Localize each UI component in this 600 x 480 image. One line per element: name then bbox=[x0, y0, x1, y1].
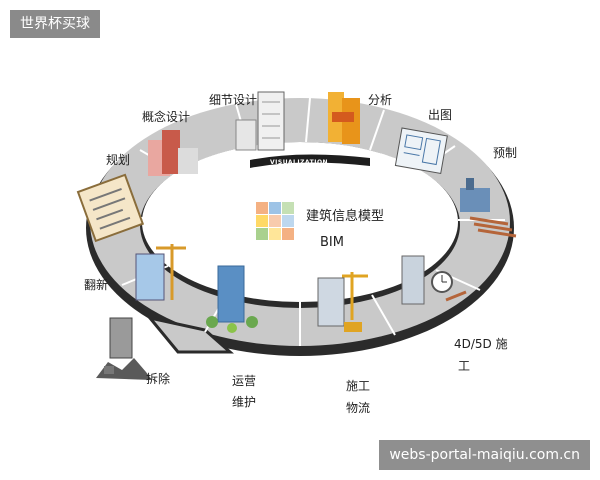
stage-label-demolition: 拆除 bbox=[146, 371, 170, 386]
stage-label-logistics-line1: 施工 bbox=[346, 379, 370, 393]
stage-label-detail-design: 细节设计 bbox=[209, 93, 257, 107]
demolition-rubble-icon bbox=[96, 318, 152, 380]
stage-label-operation-line2: 维护 bbox=[232, 395, 256, 409]
stage-label-drawings: 出图 bbox=[428, 108, 452, 122]
center-subtitle: BIM bbox=[320, 235, 344, 250]
watermark-url: webs-portal-maiqiu.com.cn bbox=[379, 440, 590, 470]
ring-label-visualization: VISUALIZATION bbox=[270, 159, 328, 166]
stage-label-planning: 规划 bbox=[106, 152, 130, 167]
stage-label-renovation: 翻新 bbox=[84, 277, 108, 292]
stage-label-operation-line1: 运营 bbox=[232, 374, 256, 388]
stage-label-construction-line2: 工 bbox=[458, 359, 470, 373]
stage-label-logistics-line2: 物流 bbox=[346, 401, 370, 415]
stage-label-analysis: 分析 bbox=[368, 93, 392, 107]
lifecycle-ring: VISUALIZATION bbox=[86, 98, 514, 356]
corner-tag: 世界杯买球 bbox=[10, 10, 100, 38]
stage-label-construction-line1: 4D/5D 施 bbox=[454, 337, 508, 351]
center-title: 建筑信息模型 bbox=[306, 208, 384, 224]
analysis-building-icon bbox=[328, 92, 360, 144]
bim-cube-icon bbox=[256, 202, 294, 240]
drawings-blueprint-icon bbox=[395, 128, 447, 173]
stage-label-prefab: 预制 bbox=[493, 146, 517, 160]
stage-label-concept-design: 概念设计 bbox=[142, 109, 190, 124]
